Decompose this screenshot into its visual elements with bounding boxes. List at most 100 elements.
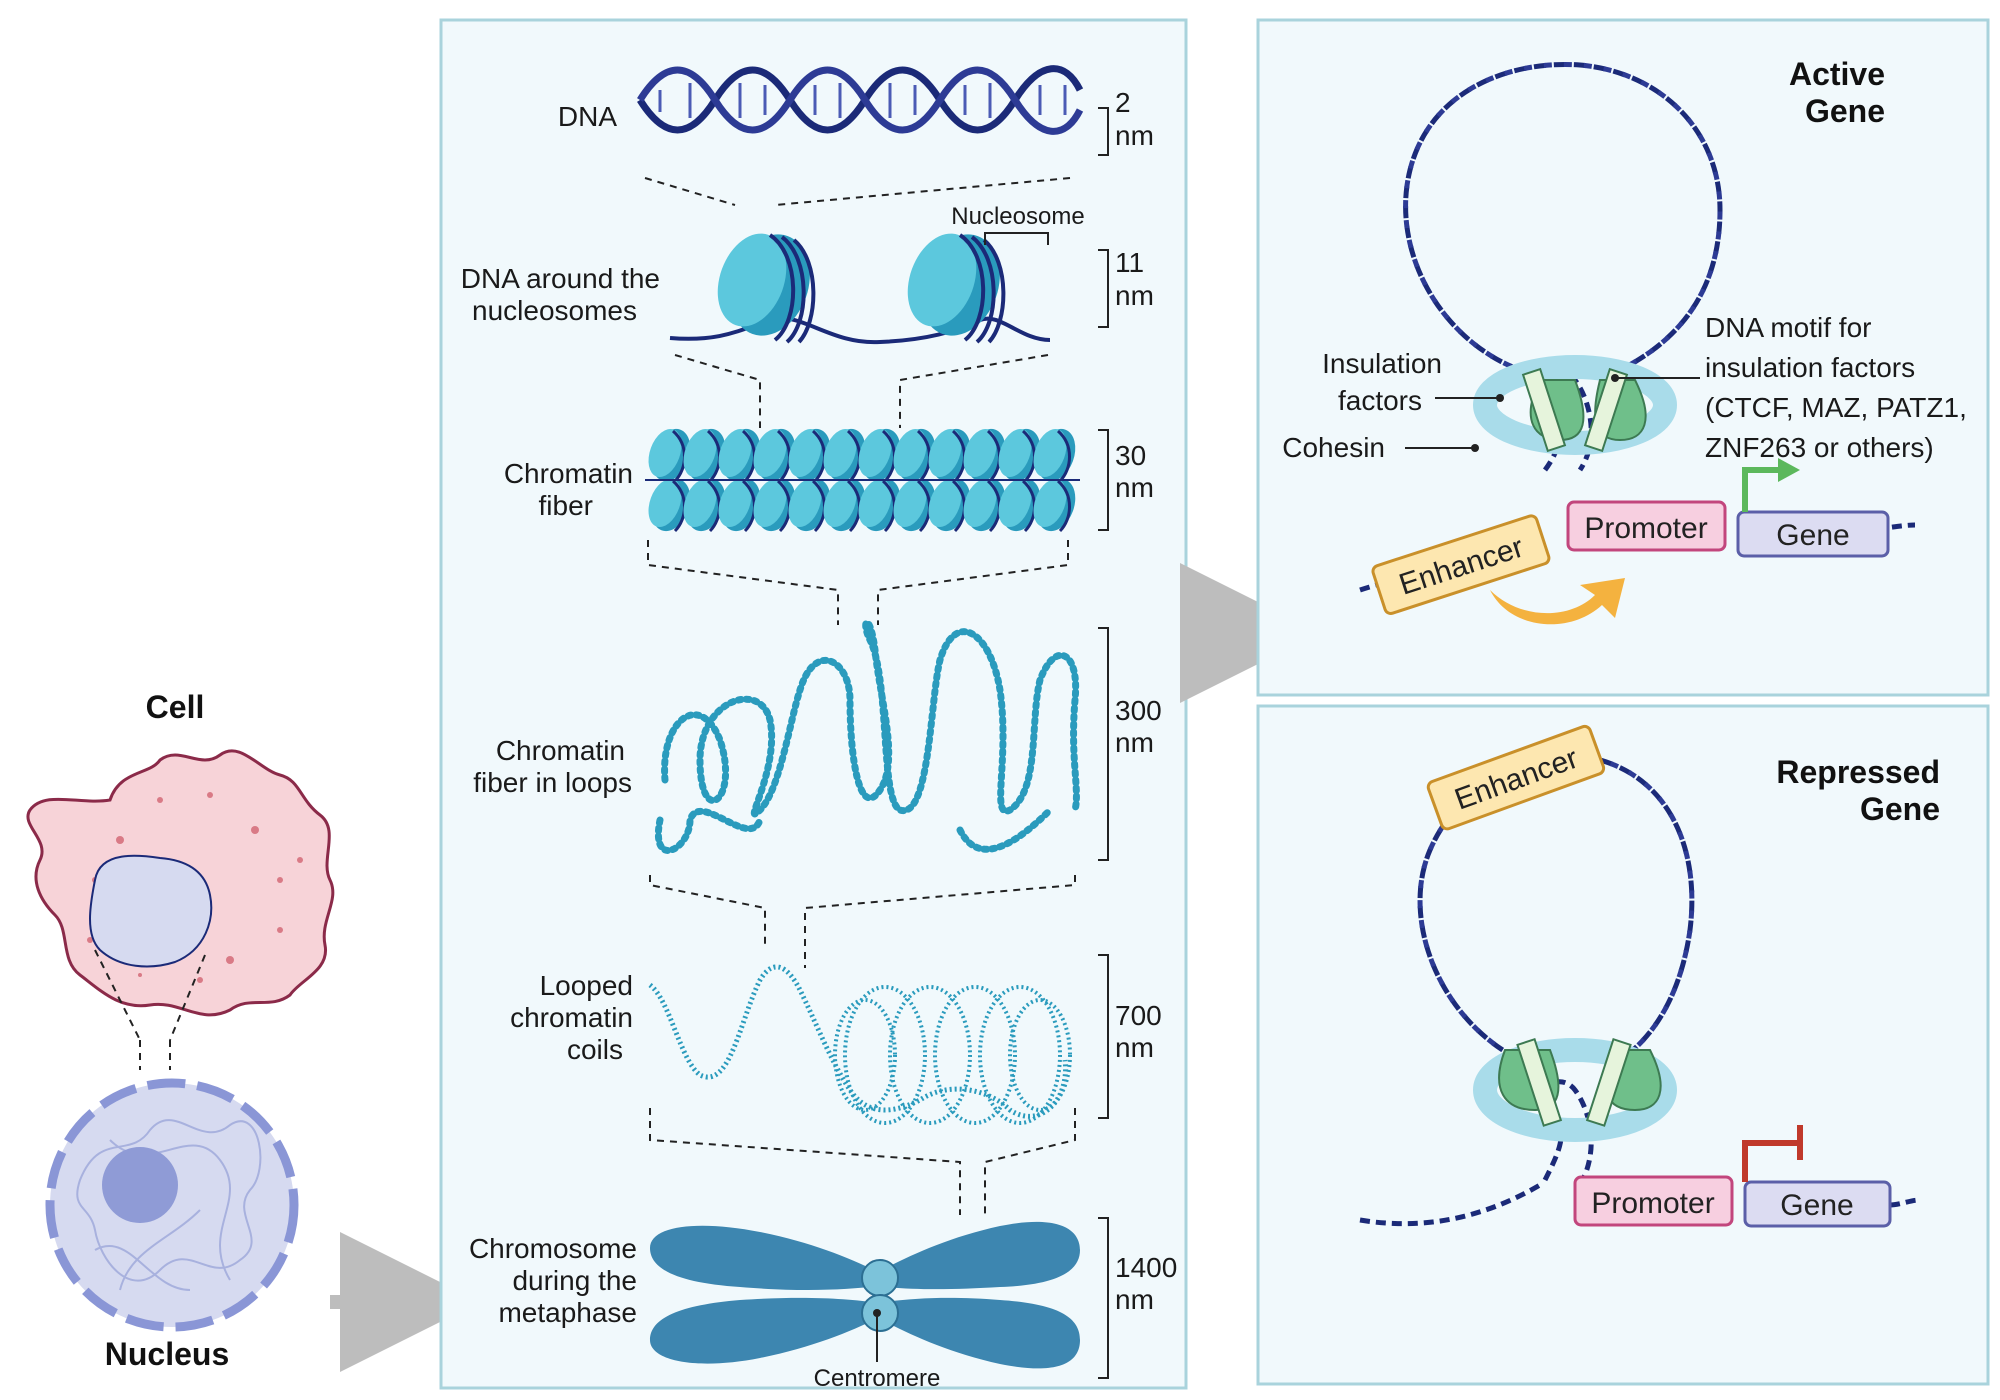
- label-loops-line1: Chromatin: [496, 735, 625, 766]
- size-30nm-value: 30: [1115, 440, 1146, 471]
- cell-nucleus-shape: [89, 854, 213, 968]
- fiber-nucleosome-face: [893, 478, 927, 528]
- fiber-nucleosome-face: [788, 428, 822, 478]
- cell-section: Cell Nucleus: [26, 689, 480, 1372]
- repressed-gene-label: Gene: [1780, 1189, 1853, 1222]
- label-coils-line2: chromatin: [510, 1002, 633, 1033]
- size-2nm-unit: nm: [1115, 120, 1154, 151]
- fiber-nucleosome-face: [998, 428, 1032, 478]
- repressed-insulation-factors: [1498, 1038, 1662, 1127]
- size-1400nm-unit: nm: [1115, 1284, 1154, 1315]
- repressed-title-line2: Gene: [1860, 791, 1940, 827]
- active-insulation-factors: [1521, 367, 1647, 453]
- size-11nm-value: 11: [1115, 247, 1144, 278]
- active-title-line2: Gene: [1805, 93, 1885, 129]
- cell-label: Cell: [146, 689, 205, 725]
- transcription-start-arrowhead: [1778, 458, 1800, 482]
- label-nucleosomes-line2: nucleosomes: [472, 295, 637, 326]
- size-300nm-value: 300: [1115, 695, 1162, 726]
- repression-bar: [1742, 1140, 1800, 1182]
- dna-motif-label-line3: (CTCF, MAZ, PATZ1,: [1705, 392, 1967, 423]
- fiber-nucleosome-face: [963, 428, 997, 478]
- insulation-factors-pointer-dot: [1496, 394, 1504, 402]
- size-11nm-unit: nm: [1115, 280, 1154, 311]
- looped-chromatin-coils-700nm: [648, 964, 1069, 1119]
- label-nucleosomes-line1: DNA around the: [461, 263, 660, 294]
- fiber-nucleosome-face: [683, 478, 717, 528]
- label-fiber-line1: Chromatin: [504, 458, 633, 489]
- insulation-factors-label-line1: Insulation: [1322, 348, 1442, 379]
- size-30nm-unit: nm: [1115, 472, 1154, 503]
- cohesin-label: Cohesin: [1282, 432, 1385, 463]
- fiber-nucleosome-face: [928, 428, 962, 478]
- active-cohesin-ring: [1473, 355, 1677, 455]
- nucleosome-1: [717, 233, 816, 344]
- fiber-nucleosome-face: [998, 478, 1032, 528]
- scale-bracket-700nm: [1098, 954, 1109, 1119]
- size-1400nm-value: 1400: [1115, 1252, 1177, 1283]
- scale-bracket-11nm: [1098, 249, 1109, 328]
- nucleosome-bracket: [984, 232, 1049, 245]
- nucleosome-2: [907, 233, 1006, 344]
- chromatin-loops-300nm: [661, 619, 1080, 818]
- dna-double-helix: [637, 65, 1084, 135]
- label-chromosome-line1: Chromosome: [469, 1233, 637, 1264]
- fiber-nucleosome-face: [823, 428, 857, 478]
- fiber-nucleosome-face: [753, 428, 787, 478]
- label-loops-line2: fiber in loops: [473, 767, 632, 798]
- enhancer-activation-arrow: [1490, 578, 1625, 625]
- zoom-lines-5: [649, 1108, 1076, 1215]
- active-promoter-box: [1566, 500, 1727, 552]
- active-title-line1: Active: [1789, 56, 1885, 92]
- repressed-enhancer-box: Enhancer: [1426, 724, 1606, 831]
- fiber-nucleosome-face: [648, 478, 682, 528]
- compaction-panel: DNA 2 nm DNA around the nucleosomes: [439, 18, 1188, 1392]
- nucleus-illustration: [45, 1078, 299, 1332]
- scale-bracket-30nm: [1098, 429, 1109, 531]
- repressed-promoter-label: Promoter: [1591, 1187, 1714, 1220]
- active-gene-label: Gene: [1776, 519, 1849, 552]
- fiber-nucleosome-face: [718, 478, 752, 528]
- coil-loops: [833, 985, 1072, 1125]
- nucleus-label: Nucleus: [105, 1336, 229, 1372]
- metaphase-chromosome: [650, 1221, 1080, 1369]
- fiber-nucleosome-face: [858, 478, 892, 528]
- zoom-lines-3: [647, 540, 1069, 625]
- size-700nm-unit: nm: [1115, 1032, 1154, 1063]
- zoom-lines-4: [649, 875, 1076, 968]
- fiber-nucleosome-face: [1033, 428, 1067, 478]
- repressed-title-line1: Repressed: [1776, 754, 1940, 790]
- zoom-lines-1: [644, 177, 1071, 206]
- scale-bracket-300nm: [1098, 627, 1109, 861]
- repressed-gene-box: [1743, 1180, 1892, 1228]
- repressed-cohesin-ring: [1473, 1038, 1677, 1142]
- scale-bracket-1400nm: [1098, 1217, 1109, 1379]
- insulation-factors-label-line2: factors: [1338, 385, 1422, 416]
- active-gene-panel: Active Gene Insulation factors Cohesin D…: [1256, 18, 1990, 697]
- size-2nm-value: 2: [1115, 87, 1131, 118]
- label-dna: DNA: [558, 101, 617, 132]
- fiber-nucleosome-face: [1033, 478, 1067, 528]
- compaction-panel-frame: [439, 18, 1188, 1390]
- active-gene-box: [1736, 510, 1890, 558]
- label-coils-line1: Looped: [540, 970, 633, 1001]
- label-chromosome-line2: during the: [512, 1265, 637, 1296]
- fiber-nucleosome-face: [893, 428, 927, 478]
- fiber-nucleosome-face: [788, 478, 822, 528]
- fiber-dna-wrap: [1056, 479, 1071, 533]
- repressed-promoter-box: [1573, 1175, 1734, 1227]
- dna-motif-label-line1: DNA motif for: [1705, 312, 1871, 343]
- zoom-lines-2: [674, 354, 1049, 428]
- dna-motif-label-line2: insulation factors: [1705, 352, 1915, 383]
- centromere-dot: [873, 1309, 881, 1317]
- dna-motif-label-line4: ZNF263 or others): [1705, 432, 1934, 463]
- fiber-nucleosome-face: [753, 478, 787, 528]
- size-300nm-unit: nm: [1115, 727, 1154, 758]
- chromatin-loops-300nm-back: [654, 806, 1054, 854]
- label-fiber-line2: fiber: [539, 490, 593, 521]
- active-promoter-label: Promoter: [1584, 512, 1707, 545]
- fiber-nucleosome-face: [648, 428, 682, 478]
- nucleosome-annotation: Nucleosome: [951, 203, 1084, 230]
- dna-motif-pointer-dot: [1611, 374, 1619, 382]
